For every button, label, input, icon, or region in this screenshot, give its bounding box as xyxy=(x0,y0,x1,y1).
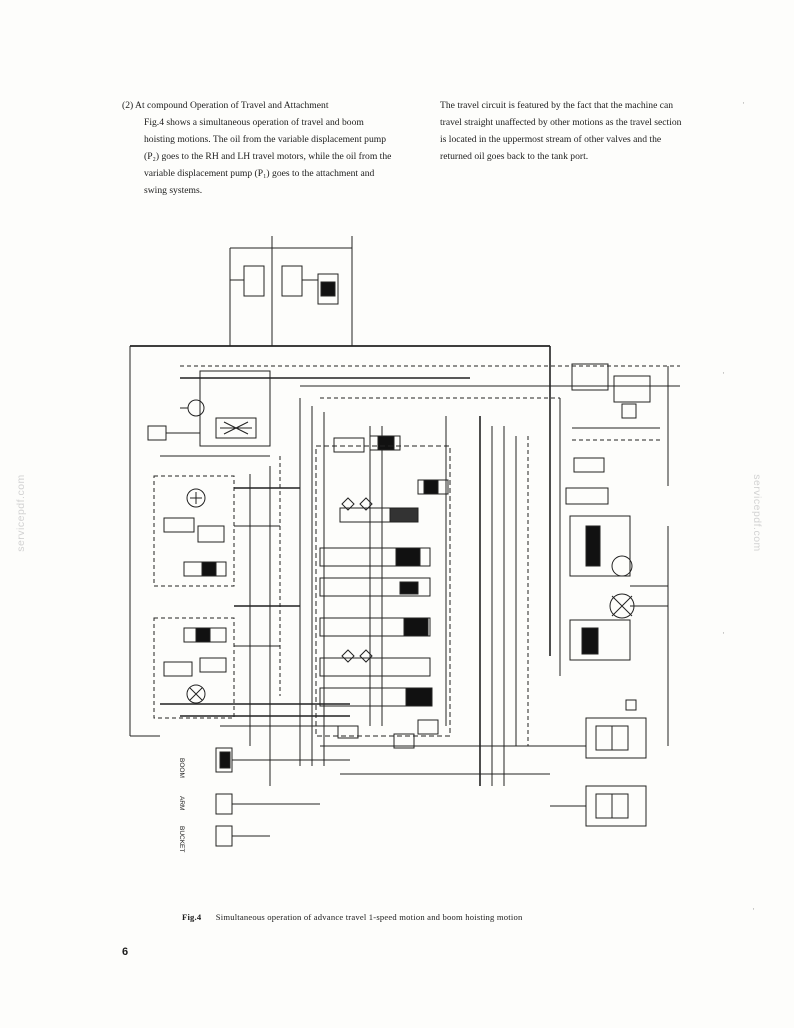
scan-speck: · xyxy=(742,98,745,108)
page-number: 6 xyxy=(122,946,129,958)
scan-speck: · xyxy=(722,368,725,378)
scan-speck: · xyxy=(722,628,725,638)
hydraulic-circuit-diagram: BOOM ARM BUCKET xyxy=(129,236,680,852)
right-paragraph: The travel circuit is featured by the fa… xyxy=(440,100,682,162)
bucket-label: BUCKET xyxy=(178,826,185,852)
left-paragraph: Fig.4 shows a simultaneous operation of … xyxy=(144,117,392,196)
arm-label: ARM xyxy=(178,796,185,810)
watermark-right: servicepdf.com xyxy=(750,474,763,552)
left-text-column: (2) At compound Operation of Travel and … xyxy=(122,97,392,199)
figure-caption: Fig.4 Simultaneous operation of advance … xyxy=(182,912,522,922)
section-heading: (2) At compound Operation of Travel and … xyxy=(122,100,329,111)
scan-speck: · xyxy=(752,904,755,914)
boom-label: BOOM xyxy=(178,758,185,778)
right-text-column: The travel circuit is featured by the fa… xyxy=(440,97,686,165)
figure-number: Fig.4 xyxy=(182,912,202,922)
figure-caption-text: Simultaneous operation of advance travel… xyxy=(215,912,523,922)
watermark-left: servicepdf.com xyxy=(14,474,27,552)
